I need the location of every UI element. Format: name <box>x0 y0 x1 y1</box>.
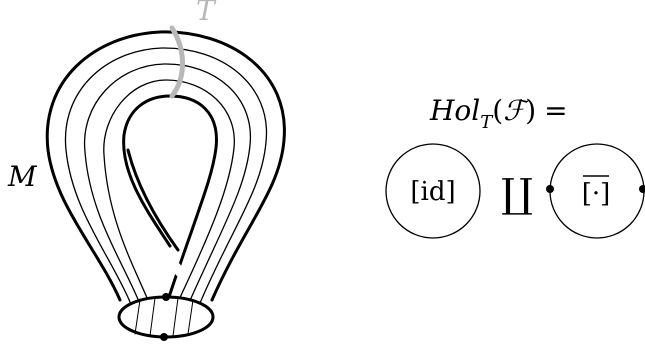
transversal-curve <box>172 28 183 96</box>
disjoint-union-symbol: ∐ <box>501 171 533 217</box>
reflection-class-circle: [·] <box>546 144 645 238</box>
leaf-3 <box>104 80 235 306</box>
transversal-label: T <box>196 0 217 27</box>
manifold-label: M <box>7 160 38 193</box>
reflection-class-label: [·] <box>582 179 611 209</box>
section-point-top <box>162 293 170 301</box>
manifold-inner-boundary <box>124 96 217 300</box>
fixed-point-left <box>546 185 554 193</box>
identity-class-circle: [id] <box>386 144 480 238</box>
open-paren: ( <box>492 94 503 127</box>
equation-text: HolT(ℱ)= <box>429 94 568 133</box>
bottom-section <box>119 297 213 337</box>
fixed-point-right <box>639 185 645 193</box>
leaf-1 <box>65 48 266 303</box>
close-paren: ) <box>525 94 536 127</box>
section-point-bottom <box>160 333 168 341</box>
equals-sign: = <box>544 94 567 127</box>
identity-class-label: [id] <box>410 177 455 207</box>
holonomy-equation: HolT(ℱ)= <box>429 94 568 133</box>
hol-base: Hol <box>429 94 480 127</box>
foliated-manifold <box>47 28 284 341</box>
